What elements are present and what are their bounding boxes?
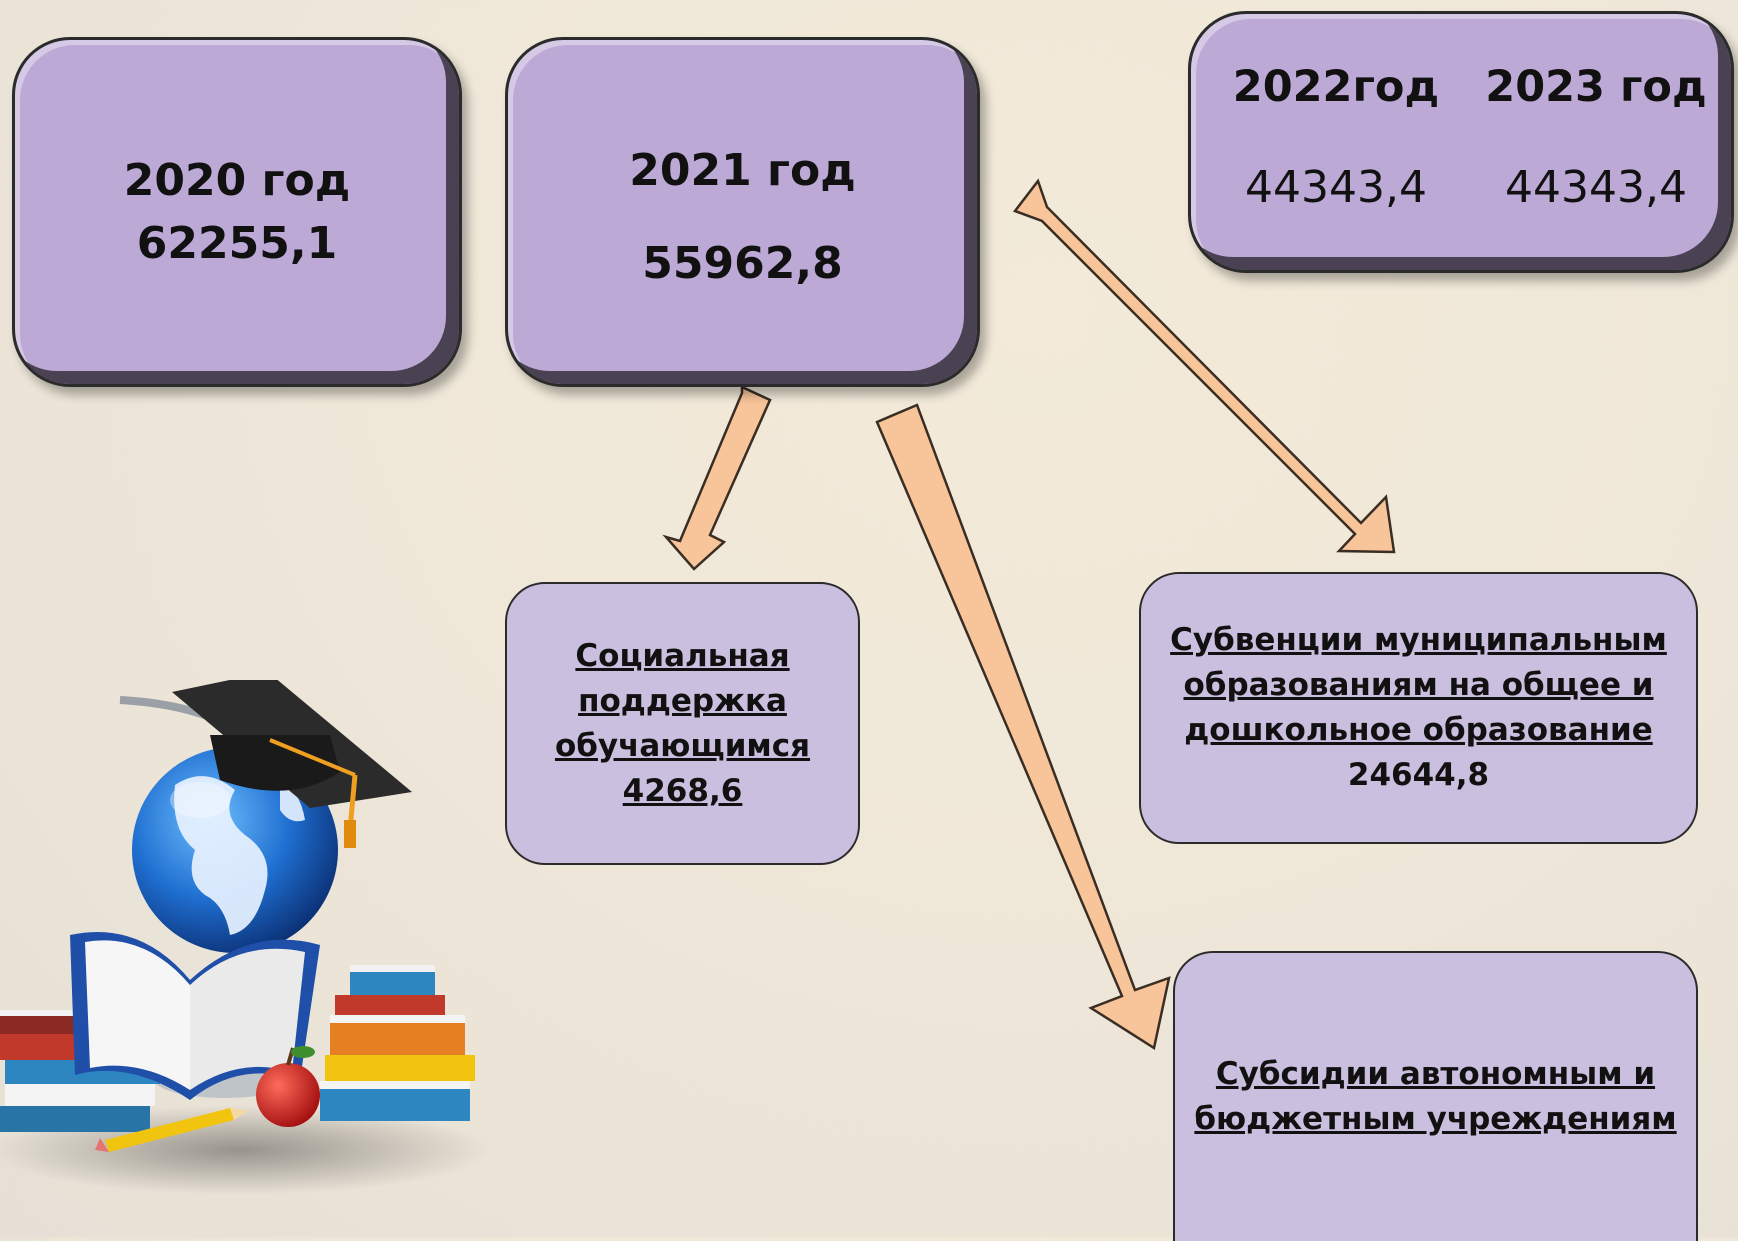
year-2021-label: 2021 год [629,145,856,196]
subventions-line1: Субвенции муниципальным [1170,622,1667,658]
social-support-line2: поддержка [578,682,787,719]
year-2023-label: 2023 год [1485,62,1707,112]
year-2021-value: 55962,8 [642,238,843,289]
subsidies-box: Субсидии автономным и бюджетным учрежден… [1173,951,1698,1241]
apple-icon [256,1063,320,1127]
social-support-line3: обучающимся [554,727,811,764]
social-support-value: 4268,6 [622,772,743,809]
education-illustration [0,680,490,1195]
pencil-icon [95,1108,248,1152]
year-2021-box: 2021 год 55962,8 [505,37,980,387]
subventions-line3: дошкольное образование [1184,712,1653,748]
arrow-to-social-support [662,385,772,571]
subventions-value: 24644,8 [1347,757,1490,793]
subsidies-line1: Субсидии автономным и [1215,1056,1656,1092]
social-support-line1: Социальная [575,637,790,674]
arrow-to-subsidies [875,403,1171,1051]
year-2022-label: 2022год [1232,62,1440,112]
subsidies-line2: бюджетным учреждениям [1194,1101,1677,1137]
year-2022-value: 44343,4 [1245,162,1427,213]
arrow-to-subventions [1012,178,1396,554]
social-support-box: Социальная поддержка обучающимся 4268,6 [505,582,860,865]
subventions-box: Субвенции муниципальным образованиям на … [1139,572,1698,844]
books-stack-right-icon [320,965,475,1121]
years-2022-2023-box: 2022год 2023 год 44343,4 44343,4 [1188,11,1734,273]
year-2020-box: 2020 год 62255,1 [12,37,462,387]
year-2023-value: 44343,4 [1505,162,1687,213]
year-2020-value: 62255,1 [136,218,338,269]
year-2020-label: 2020 год [123,155,351,206]
subventions-line2: образованиям на общее и [1183,667,1654,703]
